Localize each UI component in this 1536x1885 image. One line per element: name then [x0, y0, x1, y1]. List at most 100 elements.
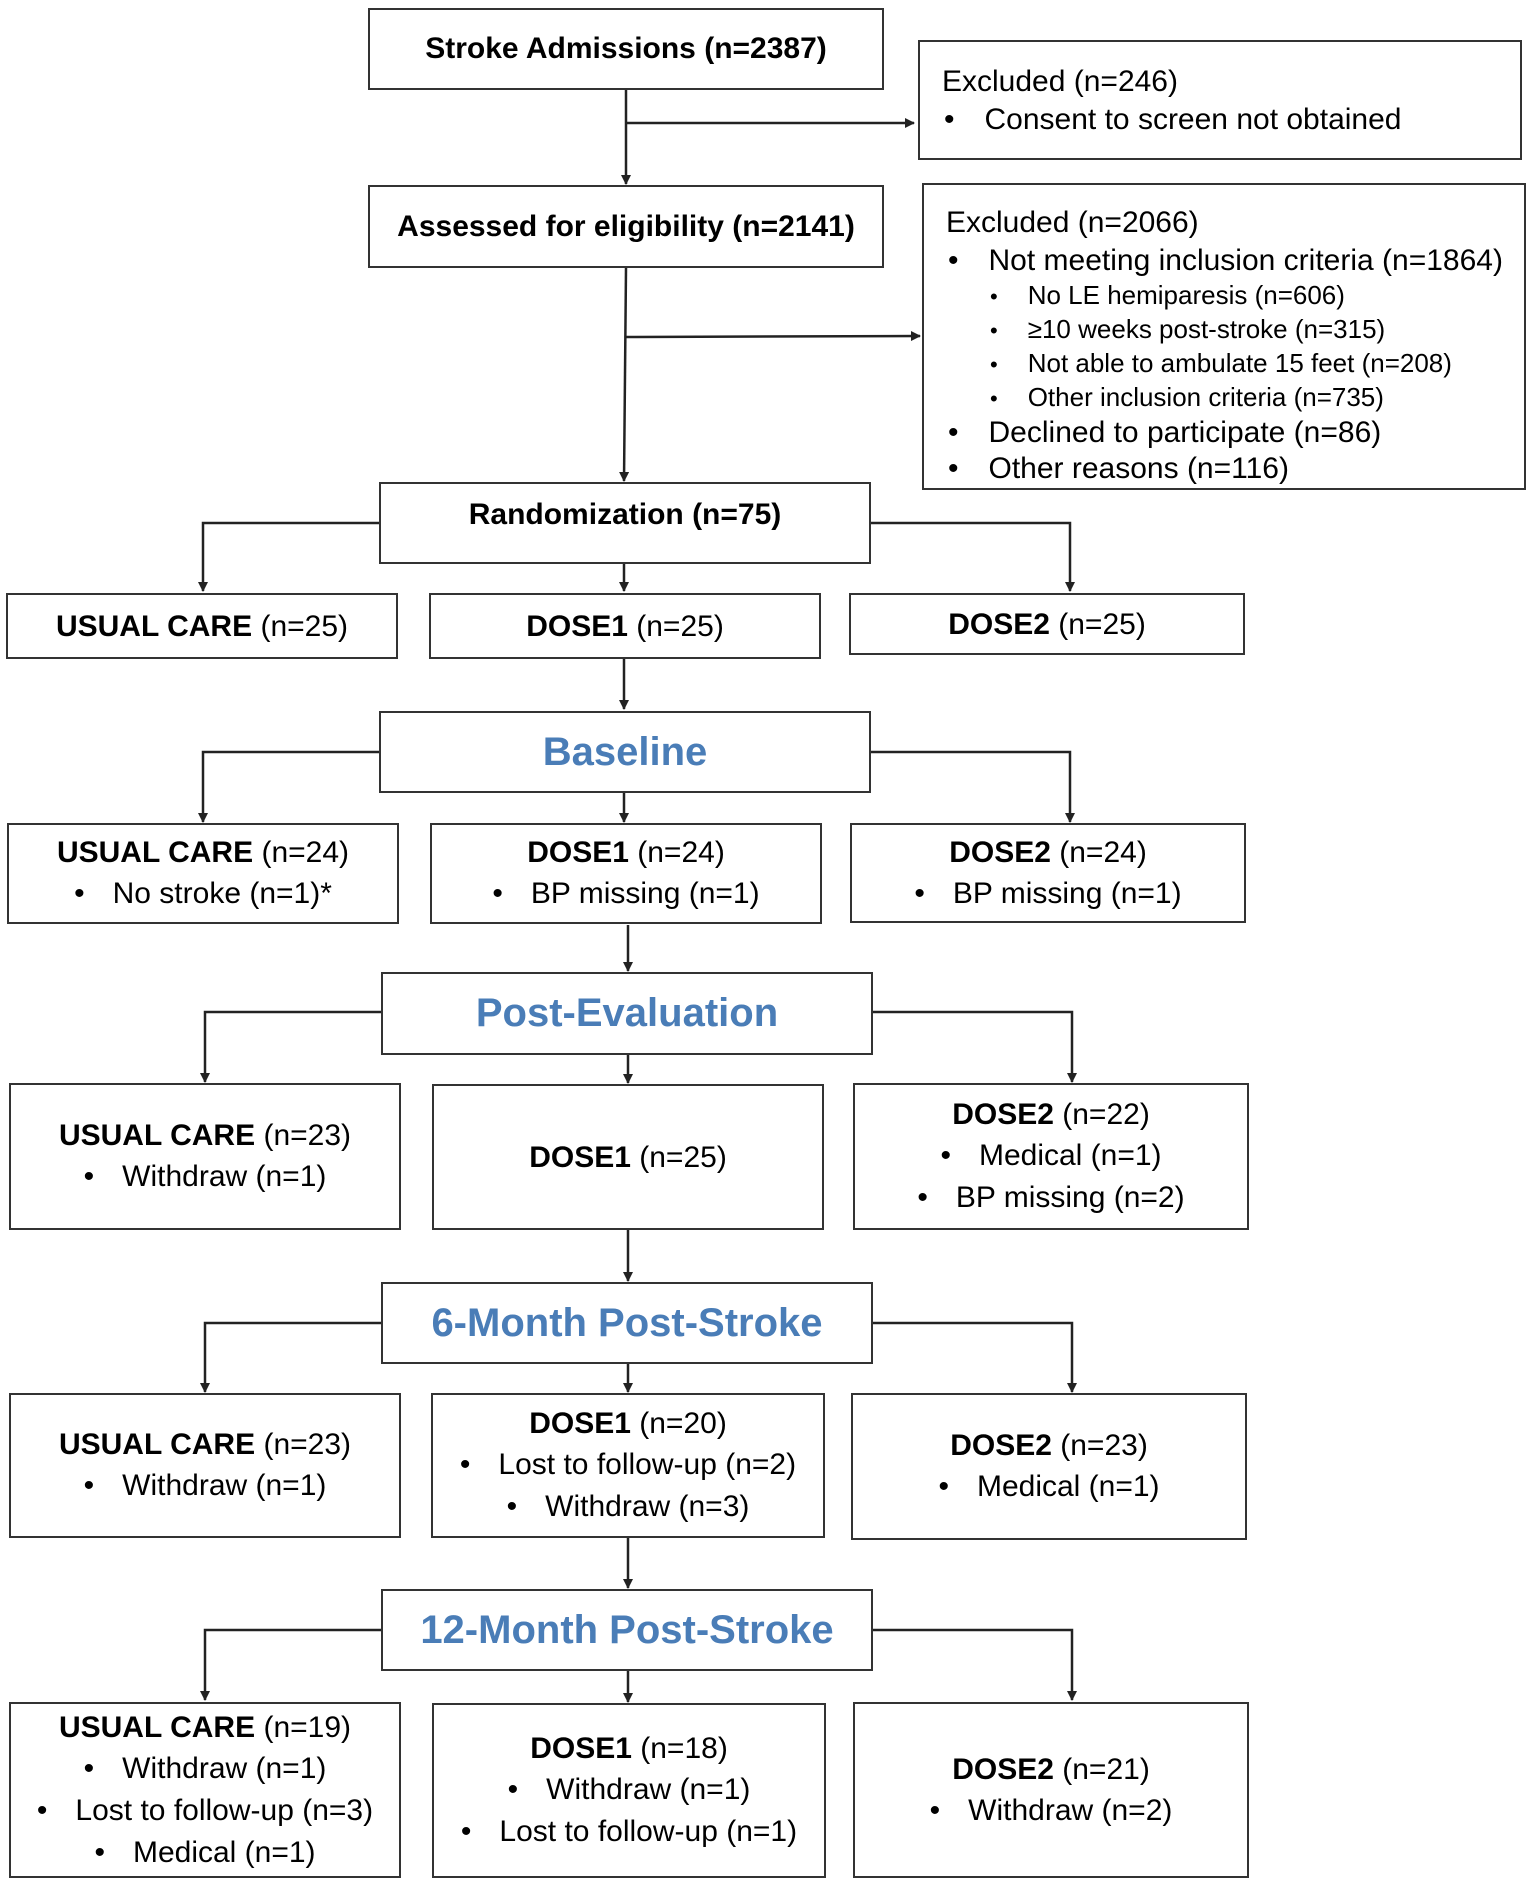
post-dose2-item: •BP missing (n=2): [917, 1177, 1184, 1219]
m6-usual-box: USUAL CARE (n=23) •Withdraw (n=1): [9, 1393, 401, 1538]
m6-dose2-box: DOSE2 (n=23) •Medical (n=1): [851, 1393, 1247, 1540]
group-name: DOSE2: [950, 1429, 1052, 1462]
exclusion1-title: Excluded (n=246): [942, 65, 1178, 98]
post-usual-item: •Withdraw (n=1): [84, 1156, 327, 1198]
post-dose1-box: DOSE1 (n=25): [432, 1084, 824, 1230]
group-name: DOSE2: [952, 1752, 1054, 1786]
admissions-label: Stroke Admissions (n=2387): [425, 32, 827, 65]
item-text: No stroke (n=1)*: [112, 877, 332, 910]
item-text: Withdraw (n=3): [545, 1490, 750, 1523]
m6-usual-item: •Withdraw (n=1): [84, 1465, 327, 1507]
exclusion1-item-text: Consent to screen not obtained: [984, 103, 1402, 136]
bullet: •: [83, 1469, 95, 1502]
baseline-phase-box: Baseline: [379, 711, 871, 793]
baseline-dose1-item: •BP missing (n=1): [492, 873, 759, 915]
exclusion1-item: • Consent to screen not obtained: [942, 102, 1401, 138]
admissions-box: Stroke Admissions (n=2387): [368, 8, 884, 90]
eligibility-box: Assessed for eligibility (n=2141): [368, 185, 884, 268]
m12-usual-item: •Medical (n=1): [94, 1832, 315, 1874]
bullet: •: [83, 1751, 95, 1785]
group-count: (n=23): [263, 1119, 352, 1152]
group-count: (n=24): [1059, 835, 1147, 869]
item-text: BP missing (n=2): [955, 1181, 1185, 1214]
bullet: •: [944, 103, 955, 136]
randomization-label: Randomization (n=75): [468, 498, 782, 531]
rand-dose1-title: DOSE1 (n=25): [526, 606, 724, 647]
post-phase-box: Post-Evaluation: [381, 972, 873, 1055]
arrow-m6-usual: [200, 1321, 381, 1393]
group-count: (n=23): [1060, 1429, 1148, 1462]
group-count: (n=25): [1058, 607, 1146, 641]
baseline-usual-box: USUAL CARE (n=24) •No stroke (n=1)*: [7, 823, 399, 924]
bullet: •: [948, 244, 959, 277]
arrow-rand-usual: [198, 521, 379, 592]
arrow-to-exclusion2: [625, 331, 921, 342]
group-name: USUAL CARE: [55, 609, 253, 643]
exclusion2-sub-item: •No LE hemiparesis (n=606): [990, 279, 1452, 313]
group-name: DOSE1: [527, 836, 629, 869]
post-usual-title: USUAL CARE (n=23): [59, 1115, 351, 1156]
group-name: USUAL CARE: [58, 1119, 256, 1152]
m6-dose1-item: •Withdraw (n=3): [507, 1486, 750, 1528]
group-count: (n=25): [639, 1140, 727, 1174]
bullet: •: [459, 1448, 471, 1481]
group-count: (n=21): [1062, 1752, 1150, 1786]
bullet: •: [990, 352, 998, 377]
m12-usual-item: •Lost to follow-up (n=3): [37, 1790, 373, 1832]
bullet: •: [914, 876, 925, 910]
bullet: •: [492, 877, 503, 910]
baseline-dose2-title: DOSE2 (n=24): [949, 832, 1147, 873]
arrow-m6-dose2: [873, 1321, 1077, 1393]
m6-dose2-title: DOSE2 (n=23): [950, 1425, 1148, 1466]
group-name: USUAL CARE: [58, 1710, 256, 1744]
bullet: •: [460, 1815, 472, 1848]
bullet: •: [940, 1139, 951, 1172]
bullet: •: [948, 452, 959, 485]
exclusion2-sub-text: Other inclusion criteria (n=735): [1027, 382, 1384, 412]
exclusion2-sub-item: •Not able to ambulate 15 feet (n=208): [990, 347, 1452, 381]
item-text: Withdraw (n=1): [122, 1751, 327, 1785]
exclusion2-declined-text: Declined to participate (n=86): [988, 416, 1382, 449]
item-text: Withdraw (n=1): [546, 1773, 751, 1806]
bullet: •: [929, 1793, 941, 1827]
randomization-box: Randomization (n=75): [379, 482, 871, 564]
group-count: (n=25): [636, 609, 724, 643]
m12-usual-title: USUAL CARE (n=19): [59, 1707, 351, 1748]
m6-dose1-item: •Lost to follow-up (n=2): [460, 1444, 796, 1486]
bullet: •: [507, 1773, 519, 1806]
group-count: (n=20): [639, 1407, 727, 1440]
group-count: (n=24): [261, 836, 350, 869]
m6-phase-label: 6-Month Post-Stroke: [431, 1300, 823, 1345]
exclusion2-sub-text: ≥10 weeks post-stroke (n=315): [1027, 314, 1386, 344]
m12-usual-item: • Withdraw (n=1): [84, 1748, 327, 1790]
item-text: Lost to follow-up (n=1): [499, 1815, 798, 1848]
group-name: DOSE2: [949, 835, 1051, 869]
m12-dose2-title: DOSE2 (n=21): [952, 1749, 1150, 1790]
exclusion1-box: Excluded (n=246) • Consent to screen not …: [918, 40, 1522, 160]
m6-dose1-box: DOSE1 (n=20) •Lost to follow-up (n=2) •W…: [431, 1393, 825, 1538]
group-name: DOSE1: [529, 1140, 631, 1174]
item-text: Withdraw (n=1): [122, 1160, 327, 1193]
group-name: DOSE2: [952, 1098, 1054, 1131]
exclusion2-sub-item: •≥10 weeks post-stroke (n=315): [990, 313, 1452, 347]
baseline-dose1-title: DOSE1 (n=24): [527, 832, 725, 873]
exclusion2-other: • Other reasons (n=116): [946, 451, 1289, 487]
baseline-usual-item: •No stroke (n=1)*: [74, 873, 332, 915]
m6-dose1-title: DOSE1 (n=20): [529, 1403, 727, 1444]
eligibility-label: Assessed for eligibility (n=2141): [397, 209, 855, 243]
group-count: (n=18): [640, 1732, 728, 1765]
bullet: •: [94, 1835, 105, 1869]
post-dose2-box: DOSE2 (n=22) •Medical (n=1) •BP missing …: [853, 1083, 1249, 1230]
exclusion2-other-text: Other reasons (n=116): [988, 452, 1289, 485]
exclusion2-inclusion-text: Not meeting inclusion criteria (n=1864): [988, 244, 1503, 277]
exclusion2-sub-item: •Other inclusion criteria (n=735): [990, 381, 1452, 415]
m6-dose2-item: •Medical (n=1): [938, 1466, 1159, 1508]
m6-phase-box: 6-Month Post-Stroke: [381, 1282, 873, 1364]
m12-dose1-item: • Lost to follow-up (n=1): [461, 1811, 797, 1853]
bullet: •: [36, 1793, 48, 1827]
baseline-dose1-box: DOSE1 (n=24) •BP missing (n=1): [430, 823, 822, 924]
arrow-post-dose2: [873, 1010, 1077, 1083]
group-count: (n=23): [263, 1428, 352, 1461]
exclusion2-inclusion: • Not meeting inclusion criteria (n=1864): [946, 243, 1503, 279]
